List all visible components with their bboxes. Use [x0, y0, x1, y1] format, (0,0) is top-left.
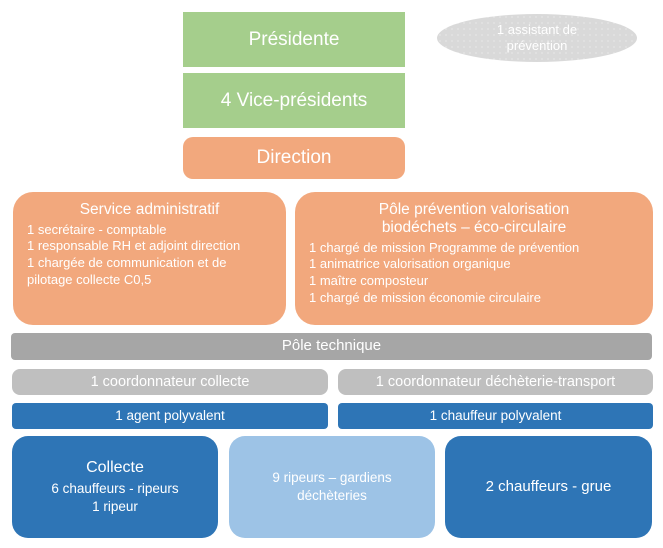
- chauffeur-polyvalent-label: 1 chauffeur polyvalent: [429, 407, 562, 423]
- staff-line: 1 chargé de mission économie circulaire: [309, 289, 541, 305]
- presidente-label: Présidente: [248, 28, 340, 50]
- pole-prevention-title: Pôle prévention valorisation biodéchets …: [378, 201, 570, 236]
- staff-line: 1 chargé de mission Programme de prévent…: [309, 239, 580, 255]
- pole-prevention-staff-list: 1 chargé de mission Programme de prévent…: [295, 240, 653, 307]
- service-administratif-title: Service administratif: [79, 201, 220, 218]
- staff-line: 1 responsable RH et adjoint direction: [27, 238, 241, 254]
- coordonnateur-dechetterie-box: 1 coordonnateur déchèterie-transport: [338, 369, 653, 395]
- staff-line: 6 chauffeurs - ripeurs: [51, 480, 179, 496]
- chauffeurs-grue-label: 2 chauffeurs - grue: [485, 477, 612, 495]
- direction-box: Direction: [183, 137, 405, 179]
- agent-polyvalent-label: 1 agent polyvalent: [115, 407, 225, 423]
- chauffeur-polyvalent-bar: 1 chauffeur polyvalent: [338, 403, 653, 429]
- staff-line: 1 maître composteur: [309, 272, 429, 288]
- ripeurs-gardiens-label: 9 ripeurs – gardiens déchèteries: [272, 470, 392, 503]
- collecte-team-box: Collecte 6 chauffeurs - ripeurs 1 ripeur: [12, 436, 218, 538]
- service-administratif-box: Service administratif 1 secrétaire - com…: [13, 192, 286, 325]
- pole-technique-bar: Pôle technique: [11, 333, 652, 360]
- staff-line: 1 secrétaire - comptable: [27, 221, 167, 237]
- coordonnateur-collecte-box: 1 coordonnateur collecte: [12, 369, 328, 395]
- ripeurs-gardiens-box: 9 ripeurs – gardiens déchèteries: [229, 436, 435, 538]
- vice-presidents-box: 4 Vice-présidents: [183, 73, 405, 128]
- staff-line: 1 chargée de communication et de pilotag…: [27, 255, 227, 287]
- pole-technique-label: Pôle technique: [281, 337, 382, 355]
- chauffeurs-grue-box: 2 chauffeurs - grue: [445, 436, 652, 538]
- assistant-prevention-ellipse: 1 assistant de prévention: [437, 14, 637, 62]
- staff-line: 1 animatrice valorisation organique: [309, 256, 511, 272]
- service-administratif-staff-list: 1 secrétaire - comptable 1 responsable R…: [13, 222, 286, 289]
- presidente-box: Présidente: [183, 12, 405, 67]
- coordonnateur-collecte-label: 1 coordonnateur collecte: [90, 373, 250, 390]
- coordonnateur-dechetterie-label: 1 coordonnateur déchèterie-transport: [375, 373, 616, 390]
- agent-polyvalent-bar: 1 agent polyvalent: [12, 403, 328, 429]
- staff-line: 1 ripeur: [92, 499, 138, 514]
- vice-presidents-label: 4 Vice-présidents: [220, 89, 368, 111]
- collecte-title: Collecte: [86, 458, 144, 476]
- assistant-prevention-label: 1 assistant de prévention: [496, 21, 578, 53]
- direction-label: Direction: [256, 147, 332, 169]
- pole-prevention-box: Pôle prévention valorisation biodéchets …: [295, 192, 653, 325]
